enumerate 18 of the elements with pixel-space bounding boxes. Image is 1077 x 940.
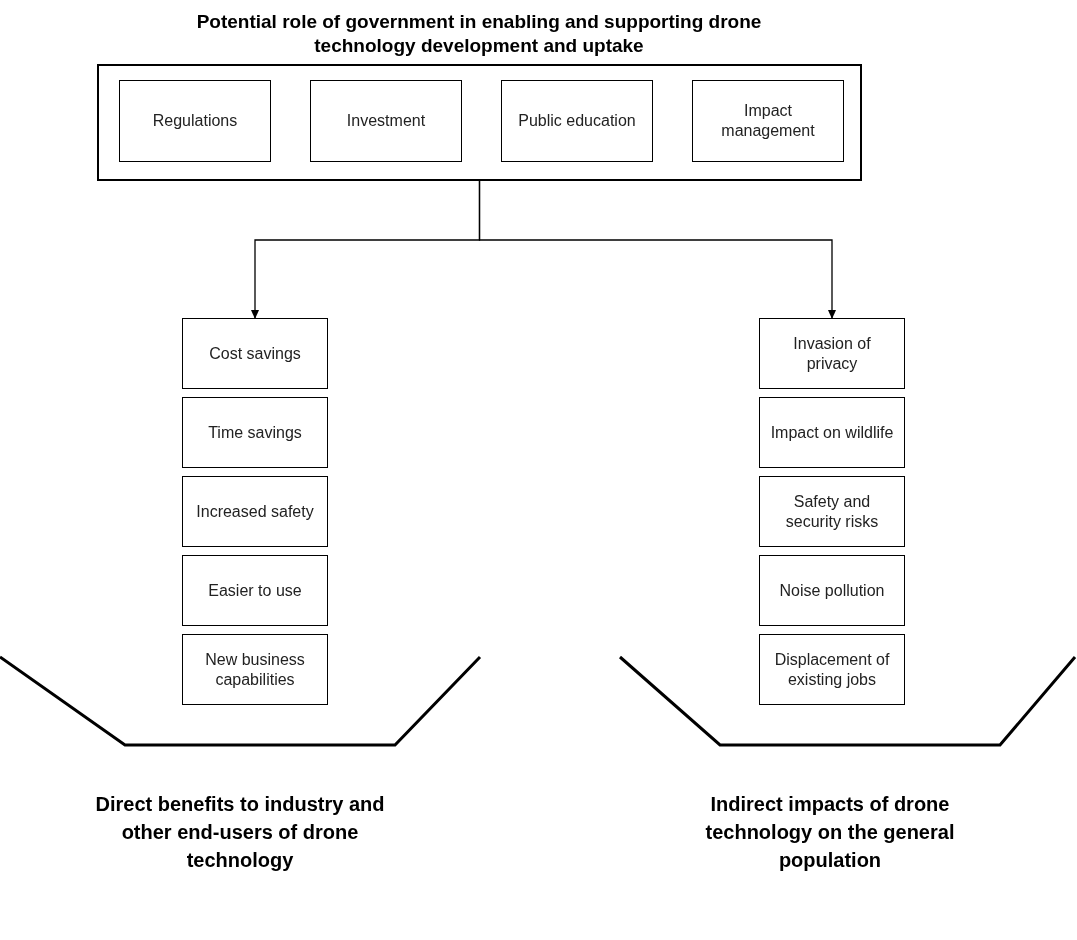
- item-box: Noise pollution: [759, 555, 905, 626]
- connector-arrow: [478, 180, 836, 319]
- item-box: Invasion of privacy: [759, 318, 905, 389]
- item-box: New business capabilities: [182, 634, 328, 705]
- item-box: Time savings: [182, 397, 328, 468]
- item-box: Public education: [501, 80, 653, 162]
- node-label: Potential role of government in enabling and supporting drone technology development and uptake: [195, 10, 763, 58]
- item-box: Safety and security risks: [759, 476, 905, 547]
- item-box: Impact on wildlife: [759, 397, 905, 468]
- item-box: Regulations: [119, 80, 271, 162]
- item-box: Investment: [310, 80, 462, 162]
- group-caption: Indirect impacts of drone technology on the general population: [704, 792, 956, 873]
- group-caption: Direct benefits to industry and other end-users of drone technology: [94, 792, 386, 873]
- item-box: Displacement of existing jobs: [759, 634, 905, 705]
- item-box: Increased safety: [182, 476, 328, 547]
- item-box: Impact management: [692, 80, 844, 162]
- item-box: Easier to use: [182, 555, 328, 626]
- item-box: Cost savings: [182, 318, 328, 389]
